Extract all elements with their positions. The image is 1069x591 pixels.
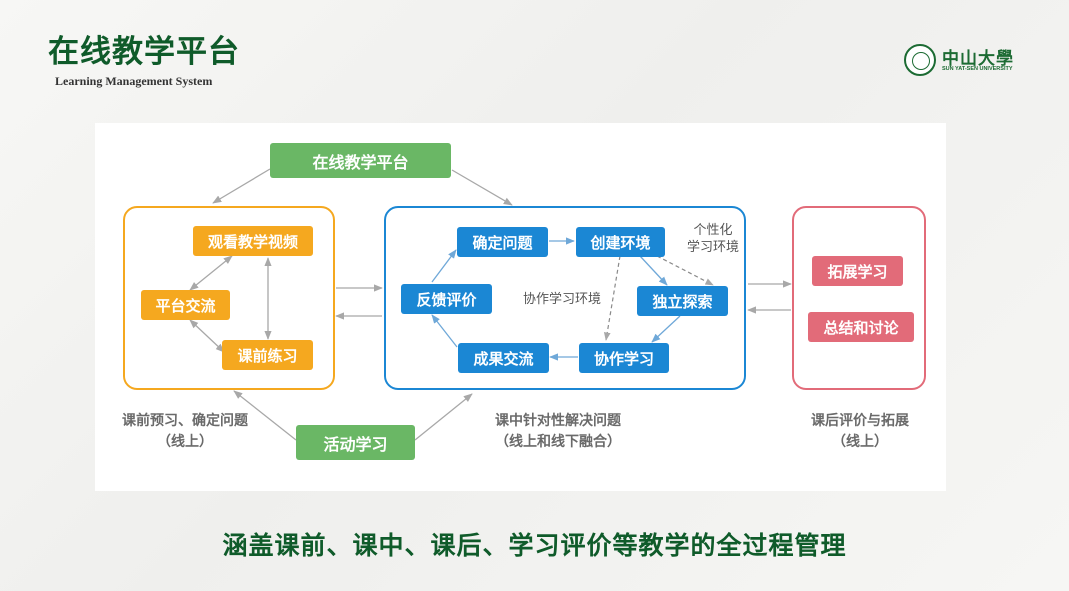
preclass-caption-line1: 课前预习、确定问题 — [122, 413, 248, 429]
preclass-caption-line2: （线上） — [157, 434, 213, 450]
platform-node: 在线教学平台 — [270, 143, 451, 178]
arrow-platform-to-preclass — [212, 168, 271, 204]
independent-exploration-node: 独立探索 — [637, 286, 728, 316]
logo-english-name: SUN YAT-SEN UNIVERSITY — [942, 66, 1013, 72]
platform-exchange-node: 平台交流 — [141, 290, 230, 320]
postclass-frame — [792, 206, 926, 390]
arrow-create-explore — [639, 255, 668, 286]
personalized-env-note: 个性化 学习环境 — [678, 222, 748, 256]
logo-chinese-name: 中山大學 — [942, 49, 1014, 69]
university-seal-icon — [904, 44, 936, 76]
arrow-create-explore-dashed — [656, 255, 714, 286]
inclass-frame — [384, 206, 746, 390]
university-logo: 中山大學 SUN YAT-SEN UNIVERSITY — [904, 44, 1024, 78]
inclass-caption-line1: 课中针对性解决问题 — [495, 413, 621, 429]
arrow-chat-exercise — [189, 319, 225, 353]
arrow-feedback-identify — [431, 249, 457, 283]
arrow-exchange-feedback — [431, 314, 458, 348]
arrow-activity-to-inclass — [414, 393, 473, 441]
arrow-platform-to-inclass — [451, 169, 513, 206]
identify-problem-node: 确定问题 — [457, 227, 548, 257]
watch-video-node: 观看教学视频 — [193, 226, 313, 256]
postclass-caption-line2: （线上） — [832, 434, 888, 450]
inclass-caption-line2: （线上和线下融合） — [495, 434, 621, 450]
summary-discussion-node: 总结和讨论 — [808, 312, 914, 342]
pre-exercise-node: 课前练习 — [222, 340, 313, 370]
feedback-evaluation-node: 反馈评价 — [401, 284, 492, 314]
arrow-activity-to-preclass — [233, 390, 297, 441]
postclass-caption: 课后评价与拓展 （线上） — [790, 411, 930, 453]
page-subtitle: Learning Management System — [55, 74, 213, 88]
personalized-env-note-line2: 学习环境 — [686, 240, 739, 255]
activity-learning-node: 活动学习 — [296, 425, 415, 460]
page-title: 在线教学平台 — [48, 34, 240, 70]
extended-learning-node: 拓展学习 — [812, 256, 903, 286]
result-exchange-node: 成果交流 — [458, 343, 549, 373]
collaborative-learning-node: 协作学习 — [579, 343, 669, 373]
arrow-explore-collab — [651, 315, 681, 343]
preclass-caption: 课前预习、确定问题 （线上） — [100, 411, 270, 453]
create-environment-node: 创建环境 — [576, 227, 665, 257]
arrow-video-chat — [189, 255, 233, 291]
summary-statement: 涵盖课前、课中、课后、学习评价等教学的全过程管理 — [222, 531, 847, 560]
inclass-caption: 课中针对性解决问题 （线上和线下融合） — [468, 411, 648, 453]
arrow-create-collab-dashed — [603, 255, 621, 341]
diagram-panel — [95, 123, 946, 491]
preclass-frame — [123, 206, 335, 390]
personalized-env-note-line1: 个性化 — [693, 223, 733, 238]
postclass-caption-line1: 课后评价与拓展 — [811, 413, 909, 429]
collab-env-note: 协作学习环境 — [522, 292, 601, 307]
